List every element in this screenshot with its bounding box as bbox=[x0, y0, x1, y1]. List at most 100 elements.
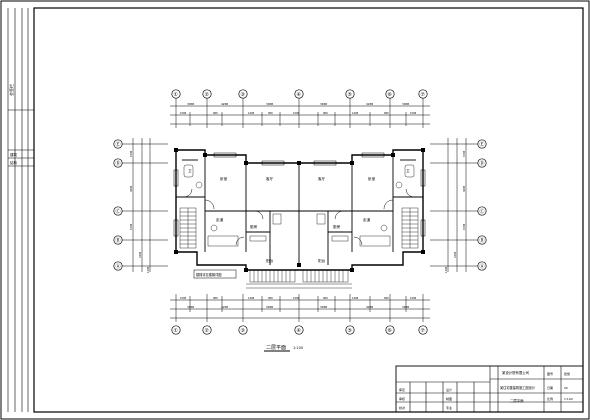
dim-value: 1500 bbox=[293, 296, 300, 300]
dim-value: 3900 bbox=[402, 102, 409, 106]
title-value: 05 bbox=[564, 386, 568, 390]
axis-label: ② bbox=[205, 328, 210, 334]
room-label: 卫 bbox=[188, 169, 192, 173]
margin-label-arch: 建筑 bbox=[10, 152, 17, 157]
margin-label-struct: 结构 bbox=[10, 160, 17, 165]
room-label: 走道 bbox=[363, 217, 371, 222]
title-label: 图号 bbox=[547, 371, 553, 376]
axis-bubble bbox=[294, 325, 304, 335]
axis-label: Ⓔ bbox=[116, 141, 121, 148]
room-label: 客厅 bbox=[318, 176, 326, 181]
title-label: 审定 bbox=[399, 387, 405, 392]
axis-label: Ⓓ bbox=[116, 160, 121, 167]
bottom-dimension-lines bbox=[170, 294, 430, 322]
room-label: 卧室 bbox=[220, 176, 228, 181]
title-label: 比例 bbox=[547, 396, 553, 401]
axis-label: ⑤ bbox=[348, 328, 352, 334]
bottom-axis-labels: ① ② ③ ④ ⑤ ⑥ ⑦ bbox=[174, 328, 426, 334]
dim-value: 3900 bbox=[320, 102, 327, 106]
dim-value: 1500 bbox=[410, 296, 417, 300]
axis-bubble bbox=[385, 325, 395, 335]
axis-label: ⑦ bbox=[421, 328, 426, 334]
dim-value: 3900 bbox=[187, 102, 194, 106]
dim-value: 900 bbox=[268, 111, 273, 115]
dim-value: 900 bbox=[213, 296, 218, 300]
dim-value: 1200 bbox=[352, 111, 359, 115]
dim-value: 900 bbox=[323, 296, 328, 300]
axis-bubble bbox=[171, 325, 181, 335]
axis-label: Ⓐ bbox=[480, 263, 485, 270]
axis-label: ⑥ bbox=[388, 328, 393, 334]
axis-label: ② bbox=[205, 92, 210, 98]
drawing-name: 二层平面 bbox=[510, 398, 524, 403]
room-label: 厨房 bbox=[250, 224, 258, 229]
title-label: 专业 bbox=[446, 405, 452, 410]
plan-scale: 1:100 bbox=[293, 346, 303, 350]
axis-bubble bbox=[202, 325, 212, 335]
bottom-dimension-text: 1500 900 1200 900 1500 900 1200 900 1500… bbox=[180, 296, 417, 309]
dim-value: 2400 bbox=[453, 251, 457, 258]
room-labels: 卧室 卧室 客厅 客厅 卫 卫 厨房 厨房 走道 走道 阳台 阳台 bbox=[188, 169, 410, 263]
dim-value: 3900 bbox=[402, 305, 409, 309]
dim-value: 3600 bbox=[462, 185, 466, 192]
structural-columns bbox=[174, 148, 425, 272]
plan-caption: 二层平面 bbox=[266, 345, 286, 351]
axis-bubble bbox=[238, 325, 248, 335]
axis-label: ⑥ bbox=[388, 92, 393, 98]
dim-value: 3600 bbox=[129, 185, 133, 192]
dim-value: 1200 bbox=[248, 111, 255, 115]
dim-value: 900 bbox=[323, 111, 328, 115]
axis-bubble bbox=[345, 325, 355, 335]
fixtures bbox=[183, 164, 415, 247]
title-label: 日期 bbox=[547, 385, 553, 390]
dim-value: 1200 bbox=[248, 296, 255, 300]
dim-value: 1500 bbox=[462, 150, 466, 157]
axis-label: Ⓓ bbox=[480, 160, 485, 167]
axis-label: Ⓐ bbox=[116, 263, 121, 270]
left-axis-labels: Ⓔ Ⓓ Ⓒ Ⓑ Ⓐ bbox=[116, 141, 121, 270]
axis-label: ③ bbox=[241, 328, 245, 334]
dim-value: 3900 bbox=[320, 305, 327, 309]
dim-value: 2400 bbox=[138, 251, 142, 258]
stair-note-box bbox=[193, 269, 237, 279]
title-value: 1:100 bbox=[564, 397, 573, 401]
windows bbox=[173, 152, 426, 237]
exterior-walls bbox=[175, 149, 424, 271]
room-label: 客厅 bbox=[266, 176, 274, 181]
dim-value: 1200 bbox=[444, 266, 448, 273]
dim-value: 3900 bbox=[266, 305, 273, 309]
room-label: 卫 bbox=[406, 169, 410, 173]
dim-value: 1500 bbox=[129, 150, 133, 157]
room-label: 厨房 bbox=[333, 224, 341, 229]
dim-value: 1500 bbox=[129, 223, 133, 230]
margin-label-sign: 会签栏 bbox=[8, 84, 14, 96]
axis-label: Ⓔ bbox=[480, 141, 485, 148]
room-label: 卧室 bbox=[368, 176, 376, 181]
bottom-axis-row bbox=[171, 325, 428, 335]
floor-plan: ① ② ③ ④ ⑤ ⑥ ⑦ bbox=[113, 89, 487, 352]
title-block-text: 某设计院有限公司 某住宅楼建筑施工图设计 二层平面 审定 审核 校对 设计 制图… bbox=[399, 370, 573, 410]
balcony-railing bbox=[246, 269, 352, 289]
axis-label: ③ bbox=[241, 92, 245, 98]
room-label: 阳台 bbox=[266, 258, 274, 263]
title-block bbox=[395, 365, 584, 413]
axis-label: ① bbox=[174, 92, 179, 98]
axis-bubble bbox=[418, 325, 428, 335]
dim-value: 1200 bbox=[146, 266, 150, 273]
axis-label: ① bbox=[174, 328, 179, 334]
dim-value: 4200 bbox=[366, 305, 373, 309]
axis-label: ④ bbox=[297, 328, 302, 334]
axis-label: Ⓒ bbox=[116, 208, 121, 215]
axis-label: Ⓑ bbox=[116, 237, 121, 244]
stair-right bbox=[401, 207, 419, 249]
top-dimension-lines bbox=[170, 98, 430, 128]
side-dimension-lines bbox=[122, 138, 478, 272]
dim-value: 900 bbox=[384, 296, 389, 300]
sheet-inner-border bbox=[33, 7, 584, 413]
dim-value: 4200 bbox=[366, 102, 373, 106]
dim-value: 900 bbox=[213, 111, 218, 115]
stair-note: 楼梯详见楼梯详图 bbox=[196, 272, 222, 277]
dim-value: 3900 bbox=[187, 305, 194, 309]
